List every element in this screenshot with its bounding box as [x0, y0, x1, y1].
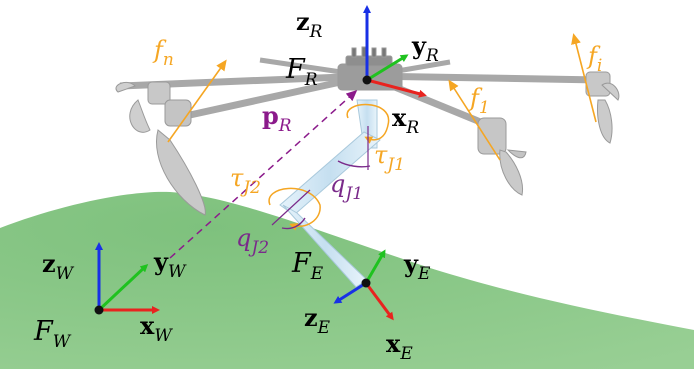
axis-yR — [366, 54, 409, 82]
label-FE: FE — [291, 248, 324, 284]
label-tauJ1: τJ1 — [374, 141, 405, 175]
label-yW: yW — [153, 247, 187, 282]
frame-W-axes — [94, 242, 160, 315]
origin-E — [361, 278, 371, 288]
drone-body — [115, 46, 620, 216]
label-zW: zW — [42, 249, 75, 284]
origin-R — [362, 75, 372, 85]
axis-xR — [366, 78, 427, 98]
axis-xE — [364, 282, 394, 321]
frame-R-axes — [362, 5, 427, 98]
axis-yE — [364, 249, 386, 284]
label-xW: xW — [140, 311, 173, 346]
axis-zE — [333, 281, 367, 304]
label-FR: FR — [285, 54, 318, 90]
thrust-arrow-fi — [571, 33, 597, 123]
axis-yW — [97, 263, 149, 312]
joint-arcs — [268, 103, 390, 231]
label-fi: fi — [586, 42, 602, 76]
thrust-arrows — [167, 33, 597, 161]
label-FW: FW — [33, 316, 72, 352]
label-yE: yE — [403, 249, 431, 284]
q-J2-ref — [271, 189, 311, 226]
label-zE: zE — [304, 303, 331, 338]
label-xR: xR — [392, 103, 419, 138]
tau-J1-arc — [346, 103, 390, 144]
q-J2-arc — [281, 217, 306, 230]
label-tauJ2: τJ2 — [230, 164, 261, 198]
label-qJ2: qJ2 — [236, 224, 269, 258]
thrust-arrow-fn — [167, 59, 227, 143]
tau-J2-arc — [268, 187, 321, 231]
label-yR: yR — [411, 31, 439, 66]
label-xE: xE — [386, 329, 413, 364]
origin-W — [94, 305, 104, 315]
label-f1: f1 — [468, 84, 490, 118]
position-vector-pR — [169, 89, 358, 259]
label-qJ1: qJ1 — [330, 170, 363, 204]
ground-surface — [0, 191, 694, 369]
thrust-arrow-f1 — [448, 79, 501, 161]
label-pR: pR — [262, 101, 292, 136]
label-fn: fn — [152, 36, 174, 70]
frame-E-axes — [333, 249, 394, 321]
label-zR: zR — [296, 7, 323, 42]
